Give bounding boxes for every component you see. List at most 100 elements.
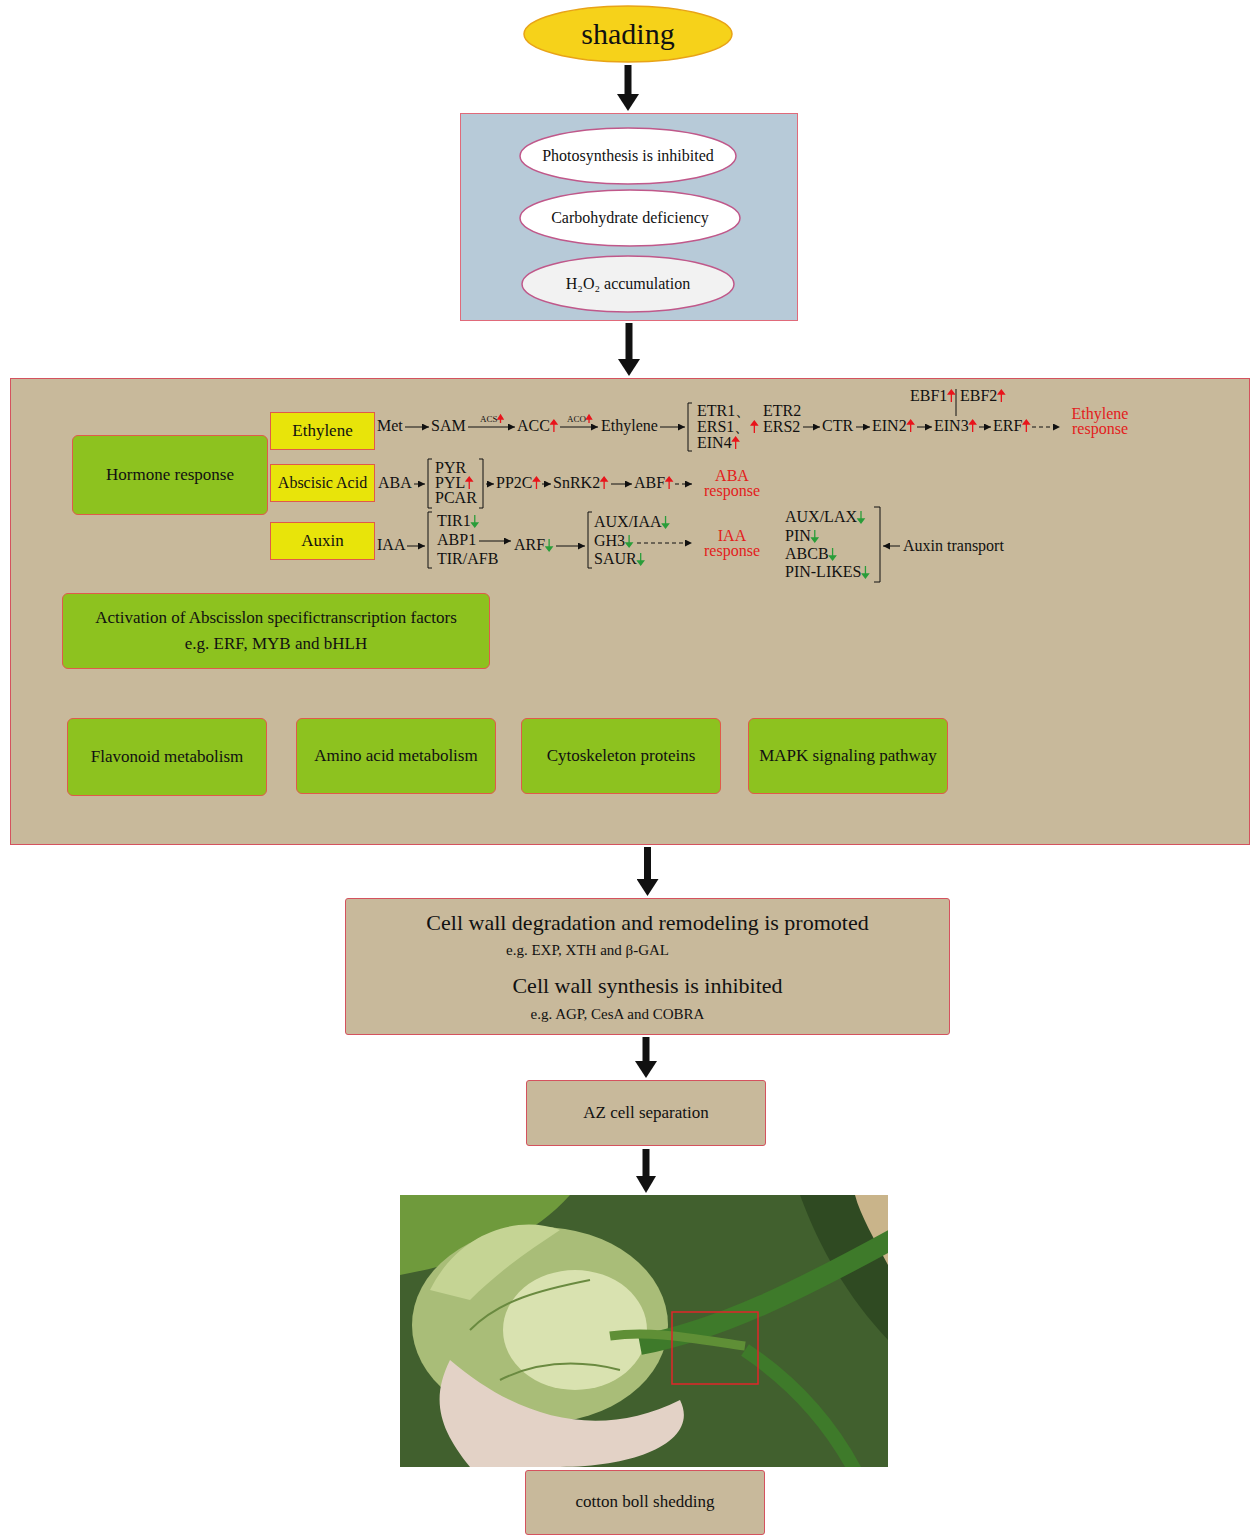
start-ellipse: shading <box>523 5 733 63</box>
bracket <box>479 459 483 508</box>
up-regulated-arrow <box>908 420 914 432</box>
response-label: ABA response <box>695 468 769 498</box>
bracket <box>874 507 880 582</box>
pathway-label: ARF <box>514 537 545 553</box>
up-regulated-arrow <box>666 477 672 489</box>
pathway-label: SnRK2 <box>553 475 600 491</box>
stem <box>640 1235 888 1345</box>
pathway-label: SAUR <box>594 551 637 567</box>
pathway-label: CTR <box>822 418 853 434</box>
hormone-box: Ethylene <box>270 412 375 450</box>
node-text: Abscisic Acid <box>278 473 367 492</box>
up-regulated-arrow <box>751 421 757 433</box>
down-regulated-arrow <box>626 535 632 547</box>
pathway-label: AUX/LAX <box>785 509 857 525</box>
category-box: Activation of Abscisslon specifictranscr… <box>62 593 490 669</box>
pathway-label: EIN2 <box>872 418 907 434</box>
hormone-box: Auxin <box>270 522 375 560</box>
bracket <box>688 403 692 451</box>
ellipse-shape <box>524 6 732 62</box>
node-text: Auxin <box>301 531 344 551</box>
node-text: Amino acid metabolism <box>314 746 477 766</box>
node-text: shading <box>581 16 674 52</box>
pathway-arrow <box>486 484 494 485</box>
node-text: Ethylene <box>292 421 352 441</box>
pathway-label: ERF <box>993 418 1022 434</box>
category-box: Cytoskeleton proteins <box>521 718 721 794</box>
node-text: e.g. AGP, CesA and COBRA <box>531 1005 705 1023</box>
node-text: Cytoskeleton proteins <box>547 746 696 766</box>
node-text: cotton boll shedding <box>576 1492 715 1512</box>
effect-ellipse: H₂O₂ accumulation <box>521 255 735 313</box>
down-regulated-arrow <box>830 548 836 560</box>
up-regulated-arrow <box>498 415 503 423</box>
up-regulated-arrow <box>998 390 1004 402</box>
pathway-label: PIN-LIKES <box>785 564 861 580</box>
pathway-label: GH3 <box>594 533 625 549</box>
up-regulated-arrow <box>587 415 592 423</box>
node-text: Hormone response <box>106 465 234 485</box>
flow-arrow <box>625 65 632 94</box>
pathway-arrow <box>883 546 900 547</box>
node-text: e.g. EXP, XTH and β-GAL <box>506 941 669 959</box>
flow-arrow <box>626 323 633 359</box>
arrow-head <box>636 1176 656 1193</box>
arrow-shaft <box>643 1149 650 1176</box>
pathway-label: ABP1 <box>437 532 476 548</box>
down-regulated-arrow <box>862 566 868 578</box>
node-text: Cell wall synthesis is inhibited <box>512 973 782 999</box>
up-regulated-arrow <box>551 420 557 432</box>
pathway-label: IAA <box>377 537 405 553</box>
pathway-arrow <box>556 546 585 547</box>
down-regulated-arrow <box>858 511 864 523</box>
node-text: Photosynthesis is inhibited <box>542 146 714 165</box>
bract-vein <box>470 1280 620 1380</box>
up-regulated-arrow <box>948 390 954 402</box>
down-regulated-arrow <box>812 530 818 542</box>
pathway-arrow <box>856 427 870 428</box>
up-regulated-arrow <box>733 437 739 449</box>
result-box: cotton boll shedding <box>525 1470 765 1535</box>
process-box: Cell wall degradation and remodeling is … <box>345 898 950 1035</box>
pathway-label: AUX/IAA <box>594 514 662 530</box>
ellipse-shape <box>520 128 736 184</box>
pathway-label: PYL <box>435 475 465 491</box>
node-text: Activation of Abscisslon specifictranscr… <box>95 608 457 628</box>
node-text: Carbohydrate deficiency <box>551 208 709 227</box>
up-regulated-arrow <box>533 477 539 489</box>
hormone-box: Abscisic Acid <box>270 464 375 502</box>
pathway-arrow <box>803 427 820 428</box>
flow-arrow <box>644 847 651 879</box>
node-text: Flavonoid metabolism <box>91 747 244 767</box>
response-panel: Hormone response EthyleneAbscisic AcidAux… <box>10 378 1250 845</box>
pathway-label: ETR1、 <box>697 403 751 419</box>
pathway-label: ABF <box>634 475 665 491</box>
down-regulated-arrow <box>546 539 552 551</box>
effect-ellipse: Carbohydrate deficiency <box>519 189 741 247</box>
bracket <box>428 512 432 568</box>
response-label: Ethylene response <box>1063 406 1137 436</box>
pathway-arrow <box>1032 427 1060 428</box>
pathway-arrow <box>479 541 511 542</box>
pathway-label: ERS2 <box>763 419 800 435</box>
pathway-label: PCAR <box>435 490 477 506</box>
pathway-arrow <box>611 484 632 485</box>
pathway-arrow <box>405 427 429 428</box>
up-regulated-arrow <box>1023 420 1029 432</box>
effect-ellipse: Photosynthesis is inhibited <box>519 127 737 185</box>
pathway-label: Met <box>377 418 403 434</box>
pathway-label: ACO <box>567 414 586 424</box>
down-regulated-arrow <box>638 553 644 565</box>
up-regulated-arrow <box>466 477 472 489</box>
pathway-arrow <box>637 543 692 544</box>
pathway-arrow <box>660 427 685 428</box>
pathway-label: Auxin transport <box>903 538 1004 554</box>
node-text: AZ cell separation <box>583 1103 709 1123</box>
pathway-label: ERS1、 <box>697 419 750 435</box>
pathway-label: ETR2 <box>763 403 801 419</box>
up-regulated-arrow <box>970 420 976 432</box>
ellipse-shape <box>520 190 740 246</box>
category-box: MAPK signaling pathway <box>748 718 948 794</box>
flower-remnant <box>440 1360 684 1467</box>
pathway-label: PP2C <box>496 475 532 491</box>
